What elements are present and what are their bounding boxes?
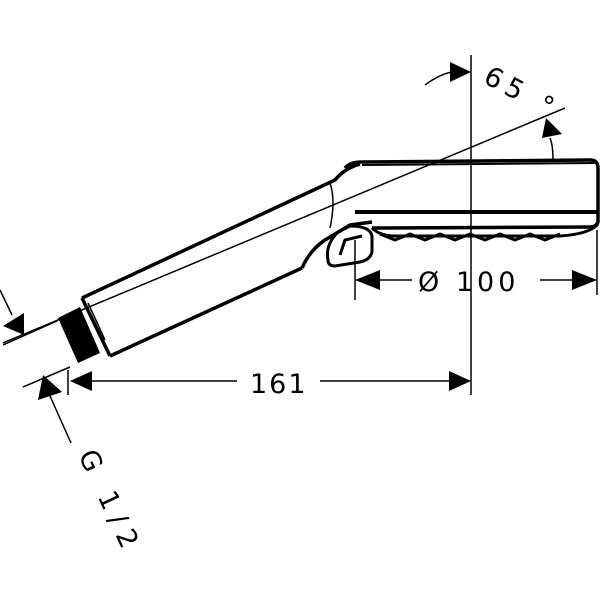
length-dimension: 161	[67, 369, 471, 400]
angle-dimension: 65 °	[424, 61, 565, 161]
handle-axis-line	[2, 107, 566, 344]
length-label: 161	[250, 369, 308, 400]
diameter-label: Ø 100	[418, 267, 519, 298]
angle-label: 65 °	[479, 61, 565, 126]
diameter-dimension: Ø 100	[354, 230, 598, 300]
thread-connector	[58, 307, 100, 363]
hook-loop	[326, 224, 374, 268]
shower-head	[343, 158, 600, 242]
thread-label: G 1/2	[72, 445, 148, 560]
shower-handle	[80, 162, 373, 358]
